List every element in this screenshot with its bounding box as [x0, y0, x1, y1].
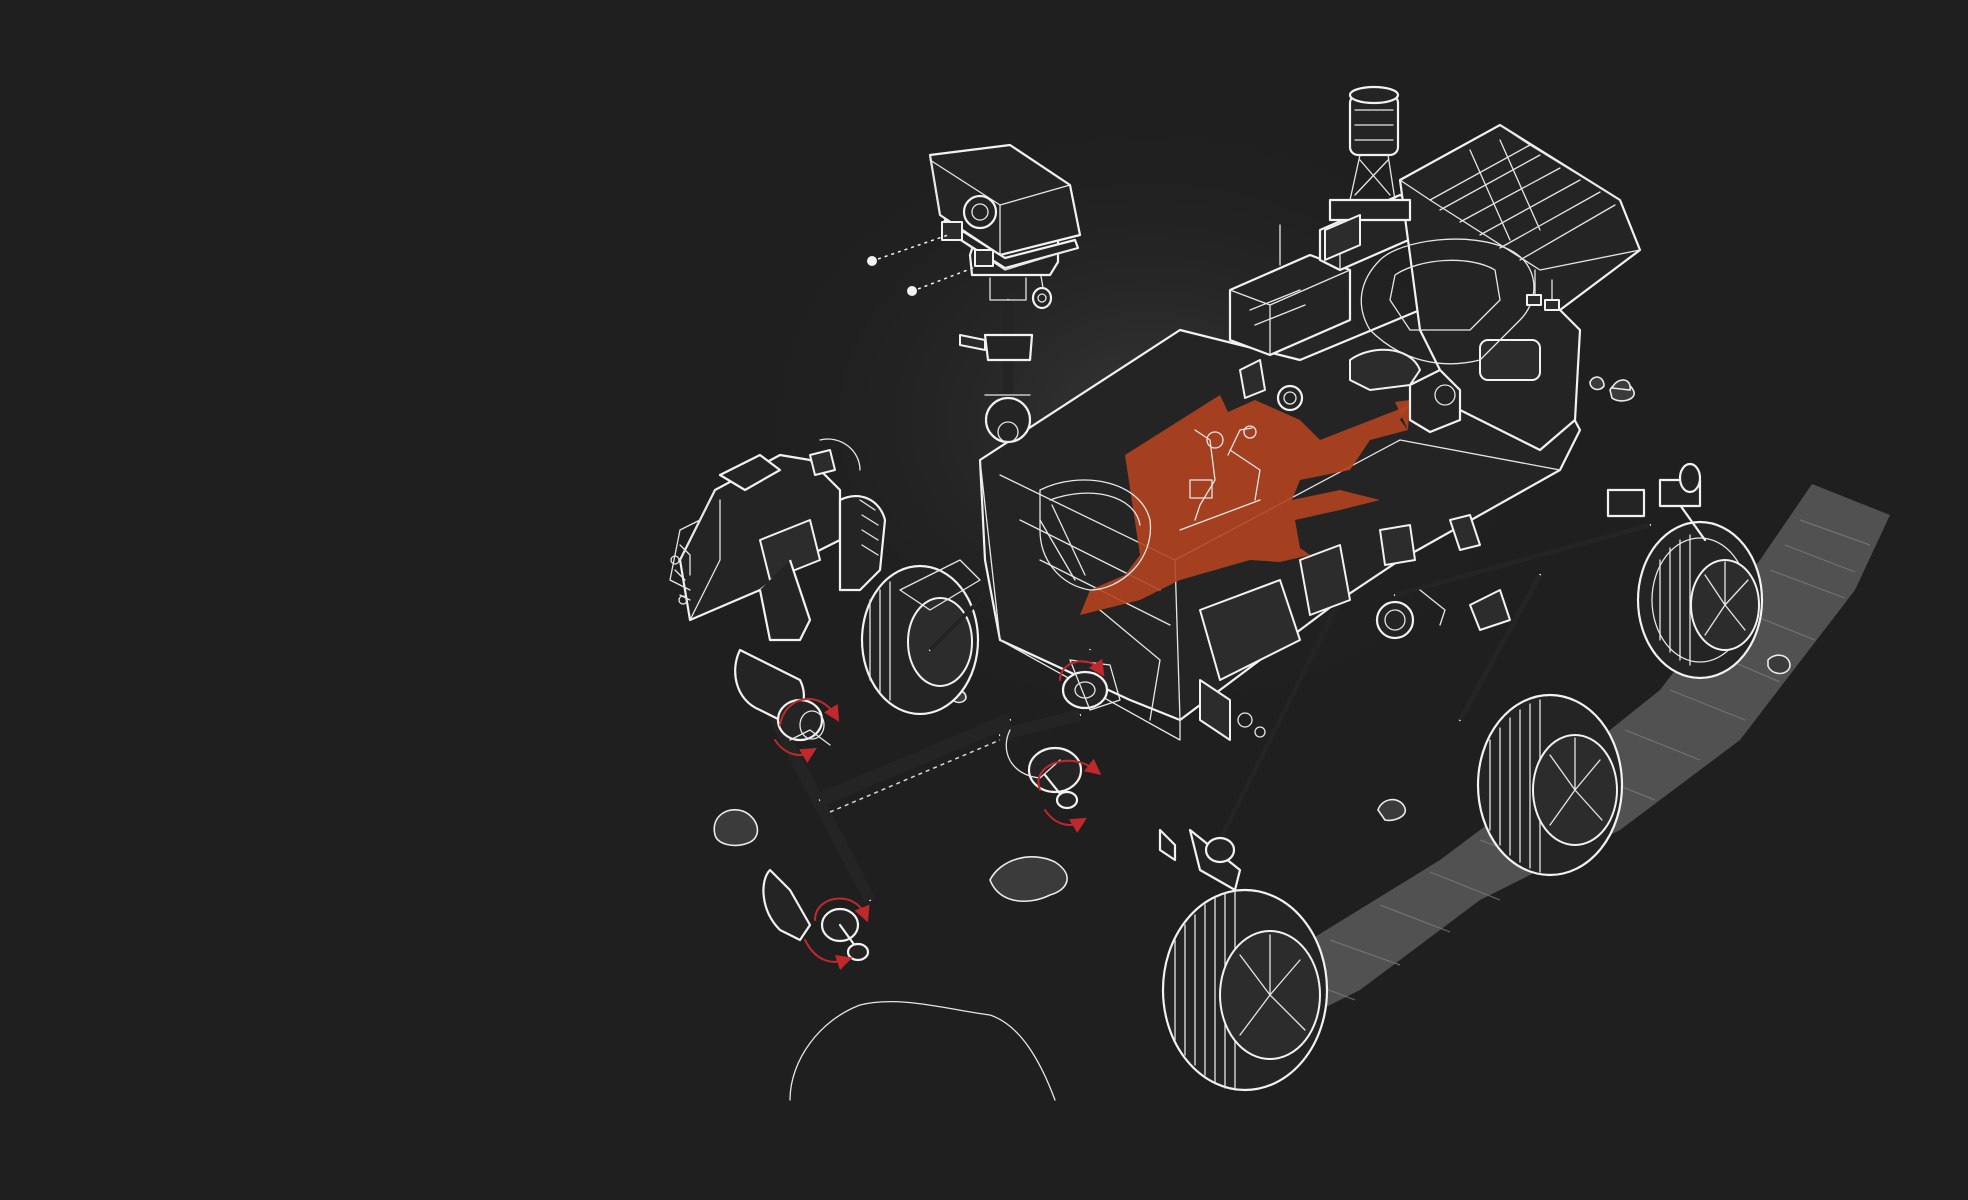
rotation-arrow-icon	[1059, 658, 1105, 681]
callouts	[867, 234, 979, 296]
rock-icon	[1377, 798, 1407, 822]
arm-turret	[669, 438, 981, 642]
rotation-arrow-icon	[814, 897, 870, 923]
rotation-arrow-icon	[804, 939, 853, 971]
sample-ring	[1039, 479, 1152, 591]
rotation-arrow-icon	[1044, 809, 1087, 833]
rotation-arrows	[774, 658, 1105, 971]
rock-icon	[989, 856, 1068, 902]
rock-icon	[713, 809, 759, 847]
rotation-arrow-icon	[779, 698, 840, 726]
highlight-component	[1080, 395, 1410, 615]
suspension	[928, 462, 1707, 892]
rotation-arrow-icon	[774, 739, 817, 763]
rear-housing	[1349, 123, 1642, 452]
rock-icon	[1767, 654, 1791, 675]
callout-dot-icon	[907, 286, 917, 296]
rotation-arrow-icon	[1037, 758, 1102, 791]
rock-icon	[1589, 376, 1605, 391]
antenna	[1324, 85, 1412, 261]
wheel-rear-right	[1636, 520, 1764, 680]
wheel-middle-right	[1476, 693, 1624, 877]
wheel-front-right	[1161, 888, 1329, 1092]
ground-outline	[789, 1000, 1056, 1101]
rocks	[713, 376, 1791, 902]
mast-camera	[928, 143, 1082, 271]
wheel-front-left	[860, 564, 980, 716]
callout-dot-icon	[867, 256, 877, 266]
robotic-arm	[734, 648, 1121, 962]
